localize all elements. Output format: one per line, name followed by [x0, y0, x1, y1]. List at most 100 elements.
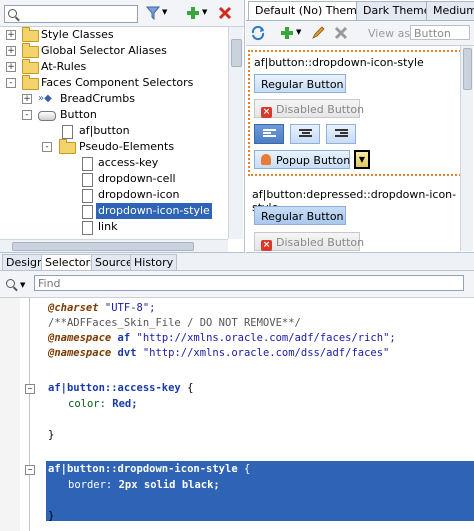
tree-item-label: dropdown-cell [98, 172, 176, 185]
theme-preview-pane: Default (No) Theme Dark Theme Medium T ▼… [246, 0, 474, 253]
collapse-icon[interactable]: - [42, 142, 52, 152]
tree-item-label: Style Classes [41, 28, 114, 41]
regular-button[interactable]: Regular Button [254, 74, 346, 93]
code-line-rule1-selector: af|button::access-key { [48, 382, 194, 394]
selector-tree-pane: ▼ ▼ + Style Classes + Global Selector Al… [0, 0, 245, 253]
search-icon[interactable] [6, 279, 15, 288]
document-icon [82, 221, 93, 235]
tab-design[interactable]: Design [2, 254, 48, 271]
disabled-button[interactable]: ×Disabled Button [254, 99, 364, 118]
tree-item-label: Button [60, 108, 97, 121]
collapse-icon[interactable]: - [6, 78, 16, 88]
folder-icon [22, 43, 39, 58]
expand-icon[interactable]: + [6, 46, 16, 56]
align-center-button[interactable] [290, 124, 320, 144]
tab-dark-theme[interactable]: Dark Theme [356, 1, 438, 20]
tree-item-label: dropdown-icon [98, 188, 180, 201]
popup-button[interactable]: Popup Button [254, 150, 350, 169]
css-source-editor[interactable]: @charset "UTF-8"; /**ADFFaces_Skin_File … [0, 298, 474, 531]
popup-button-label: Popup Button [276, 154, 351, 167]
search-icon [8, 9, 17, 18]
tree-item-label: Pseudo-Elements [79, 140, 175, 153]
folder-icon [22, 59, 39, 74]
folder-open-icon [22, 75, 39, 90]
tab-history[interactable]: History [130, 254, 178, 271]
delete-icon[interactable] [218, 6, 232, 20]
document-icon [82, 157, 93, 171]
view-as-select[interactable]: Button [410, 25, 470, 40]
tree-item-label: Faces Component Selectors [41, 76, 194, 89]
view-as-value: Button [414, 27, 451, 40]
expand-icon[interactable]: + [6, 30, 16, 40]
find-toolbar: ▼ Find [0, 271, 474, 298]
find-placeholder: Find [38, 277, 61, 290]
align-right-icon [335, 129, 348, 139]
refresh-icon[interactable] [250, 25, 266, 41]
expand-icon[interactable]: + [6, 62, 16, 72]
add-dropdown-icon[interactable]: ▼ [296, 28, 302, 36]
breadcrumbs-icon: »◆ [38, 93, 52, 104]
code-line-comment: /**ADFFaces_Skin_File / DO NOT REMOVE**/ [48, 317, 301, 329]
filter-dropdown-icon[interactable]: ▼ [162, 8, 168, 16]
tree-item-label: af|button [79, 124, 130, 137]
collapse-icon[interactable]: - [22, 110, 32, 120]
code-line-rule1-close: } [48, 429, 55, 441]
line-gutter [0, 298, 20, 531]
tab-source[interactable]: Source [91, 254, 137, 271]
tree-item-label-selected: dropdown-icon-style [96, 203, 212, 219]
code-line-namespace-dvt: @namespace dvt "http://xmlns.oracle.com/… [48, 347, 390, 359]
find-input[interactable]: Find [34, 275, 464, 291]
document-icon [82, 205, 93, 219]
code-line-rule2-property: border: 2px solid black; [68, 479, 220, 491]
folder-icon [22, 27, 39, 42]
delete-icon-disabled[interactable] [334, 26, 348, 40]
scroll-thumb[interactable] [12, 242, 194, 251]
tree-search-toolbar: ▼ ▼ [0, 0, 244, 27]
section-title: af|button::dropdown-icon-style [254, 56, 424, 69]
fold-guide [29, 298, 30, 531]
tab-default-theme[interactable]: Default (No) Theme [248, 1, 371, 21]
disabled-button-depressed[interactable]: × Disabled Button [254, 232, 364, 251]
scroll-thumb[interactable] [231, 39, 242, 67]
code-line-charset: @charset "UTF-8"; [48, 302, 156, 314]
search-dropdown-icon[interactable]: ▼ [20, 281, 26, 289]
document-icon [82, 189, 93, 203]
add-icon[interactable] [280, 26, 294, 40]
tab-medium-theme[interactable]: Medium T [426, 1, 474, 20]
tree-horizontal-scrollbar[interactable] [0, 239, 228, 252]
align-center-icon [299, 129, 312, 139]
view-as-label: View as: [368, 27, 414, 40]
add-dropdown-icon[interactable]: ▼ [202, 8, 208, 16]
preview-toolbar: ▼ View as: Button [246, 20, 474, 46]
code-line-rule2-selector: af|button::dropdown-icon-style { [48, 463, 251, 475]
disabled-button-label: Disabled Button [276, 236, 365, 249]
align-left-button[interactable] [254, 124, 284, 144]
document-icon [62, 125, 73, 139]
preview-vertical-scrollbar[interactable] [460, 46, 473, 251]
scroll-thumb[interactable] [463, 48, 472, 90]
editor-view-tabs: Design Selectors Source History [0, 253, 474, 271]
tree-item-label: Global Selector Aliases [41, 44, 167, 57]
code-line-rule1-property: color: Red; [68, 398, 138, 410]
tree-item-label: At-Rules [41, 60, 87, 73]
tree-search-input[interactable] [4, 5, 138, 23]
expand-icon[interactable]: + [22, 94, 32, 104]
filter-icon[interactable] [146, 6, 160, 20]
fold-collapse-icon[interactable]: − [25, 465, 35, 475]
regular-button-depressed[interactable]: Regular Button [254, 206, 346, 225]
code-line-namespace-af: @namespace af "http://xmlns.oracle.com/a… [48, 332, 396, 344]
user-icon [261, 154, 271, 165]
fold-collapse-icon[interactable]: − [25, 384, 35, 394]
text-selection-highlight [46, 461, 474, 521]
error-x-icon: × [261, 240, 272, 251]
edit-pencil-icon[interactable] [310, 25, 326, 41]
tree-item-label: access-key [98, 156, 159, 169]
dropdown-arrow-icon[interactable]: ▼ [354, 150, 370, 169]
add-icon[interactable] [186, 6, 200, 20]
align-right-button[interactable] [326, 124, 356, 144]
align-left-icon [263, 129, 276, 139]
tree-item-label: BreadCrumbs [60, 92, 135, 105]
tree-vertical-scrollbar[interactable] [228, 27, 243, 239]
document-icon [82, 173, 93, 187]
code-line-rule2-close: } [48, 510, 55, 522]
